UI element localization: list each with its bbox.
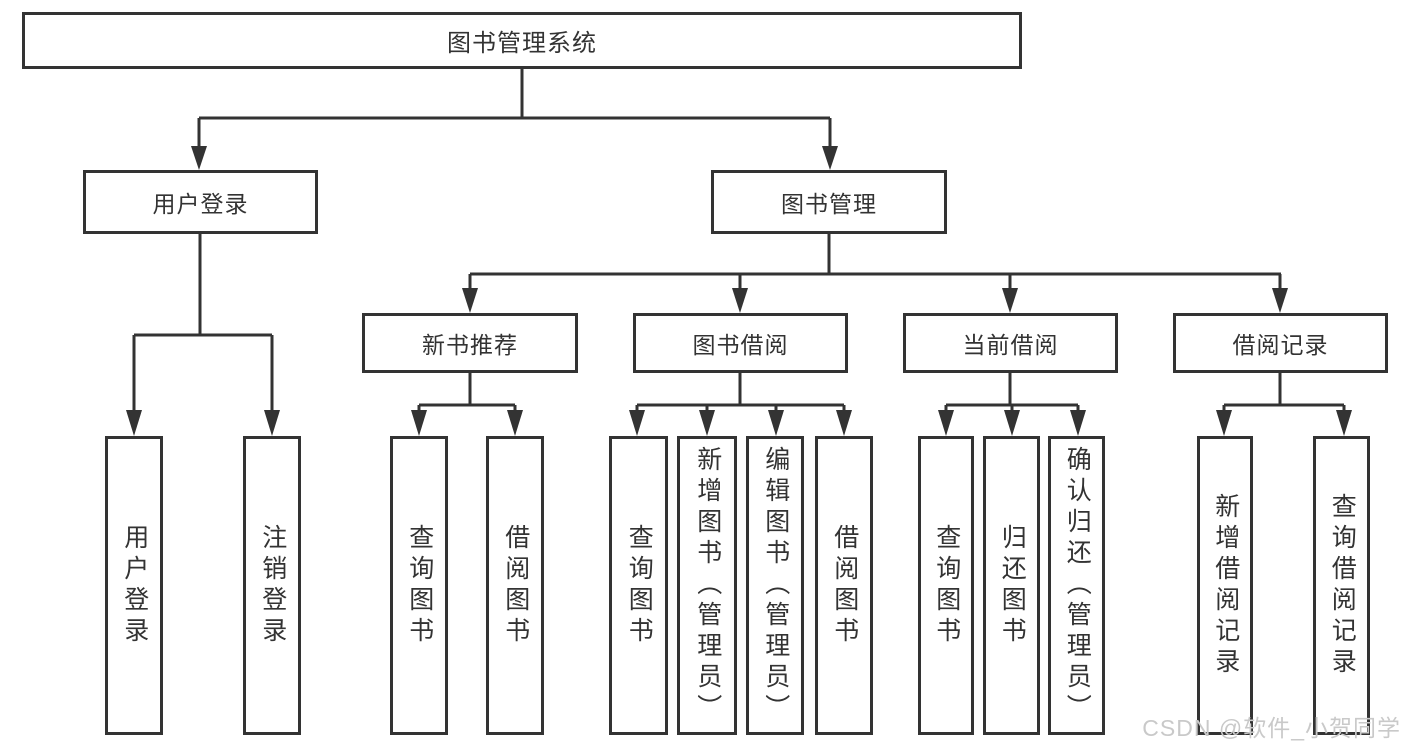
node-book-borrowing: 图书借阅 [633, 313, 848, 373]
leaf-query-books-current: 查询图书 [918, 436, 974, 735]
leaf-edit-books-admin: 编辑图书（管理员） [746, 436, 804, 735]
node-label: 编辑图书（管理员） [761, 446, 790, 725]
node-label: 确认归还（管理员） [1063, 446, 1092, 725]
node-root-system: 图书管理系统 [22, 12, 1022, 69]
node-label: 用户登录 [152, 191, 249, 217]
leaf-borrow-books-recommend: 借阅图书 [486, 436, 544, 735]
node-user-login: 用户登录 [83, 170, 318, 234]
node-label: 新增借阅记录 [1211, 492, 1240, 679]
leaf-borrow-books-borrowing: 借阅图书 [815, 436, 873, 735]
node-label: 查询图书 [932, 523, 961, 648]
node-label: 图书借阅 [692, 332, 789, 358]
leaf-add-borrow-record: 新增借阅记录 [1197, 436, 1253, 735]
node-label: 新书推荐 [422, 332, 518, 358]
node-label: 图书管理 [781, 191, 877, 217]
leaf-add-books-admin: 新增图书（管理员） [677, 436, 737, 735]
node-book-management: 图书管理 [711, 170, 947, 234]
node-label: 用户登录 [120, 523, 149, 648]
node-label: 查询图书 [625, 523, 654, 648]
leaf-confirm-return-admin: 确认归还（管理员） [1048, 436, 1105, 735]
node-label: 查询借阅记录 [1328, 492, 1357, 679]
node-label: 归还图书 [998, 523, 1027, 648]
node-label: 注销登录 [258, 523, 287, 648]
node-current-borrowing: 当前借阅 [903, 313, 1118, 373]
leaf-logout: 注销登录 [243, 436, 301, 735]
node-label: 当前借阅 [962, 332, 1059, 358]
node-label: 图书管理系统 [447, 30, 597, 57]
connector-bookmgmt-to-level3 [462, 234, 1288, 313]
csdn-watermark: CSDN @软件_小贺同学 [1142, 715, 1401, 741]
node-label: 借阅图书 [830, 523, 859, 648]
connector-newbook-to-leaves [411, 373, 523, 436]
connector-userlogin-to-leaves [126, 234, 280, 436]
node-borrowing-records: 借阅记录 [1173, 313, 1388, 373]
leaf-user-login: 用户登录 [105, 436, 163, 735]
leaf-return-books: 归还图书 [983, 436, 1040, 735]
node-label: 查询图书 [405, 523, 434, 648]
connector-records-to-leaves [1216, 373, 1352, 436]
node-new-book-recommend: 新书推荐 [362, 313, 578, 373]
leaf-query-books-borrowing: 查询图书 [609, 436, 668, 735]
leaf-query-borrow-record: 查询借阅记录 [1313, 436, 1370, 735]
leaf-query-books-recommend: 查询图书 [390, 436, 448, 735]
node-label: 新增图书（管理员） [693, 446, 722, 725]
connector-root-to-level2 [191, 69, 838, 170]
connector-borrow-to-leaves [629, 373, 852, 436]
node-label: 借阅记录 [1232, 332, 1329, 358]
node-label: 借阅图书 [501, 523, 530, 648]
connector-current-to-leaves [938, 373, 1086, 436]
